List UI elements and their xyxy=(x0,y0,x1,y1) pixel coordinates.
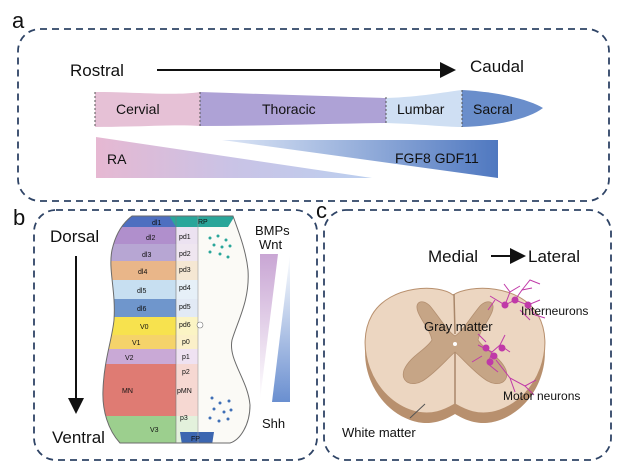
segment-label-lumbar: Lumbar xyxy=(397,101,445,117)
lateral-label: Lateral xyxy=(528,247,580,266)
panel-b-label: b xyxy=(13,205,25,230)
segment-cervical xyxy=(95,92,200,127)
white-matter-pointer xyxy=(409,403,426,419)
rp-label: RP xyxy=(198,219,208,226)
domain-right-label: pd1 xyxy=(179,234,191,241)
shh-gradient xyxy=(272,254,290,402)
domain-left-label: dl5 xyxy=(137,288,146,295)
spinal-cord-section xyxy=(364,287,546,424)
interneuron-cluster xyxy=(487,279,546,321)
domain-left-label: dl2 xyxy=(146,235,155,242)
ra-label: RA xyxy=(107,151,127,167)
caudal-label: Caudal xyxy=(470,57,524,76)
gray-matter-label: Gray matter xyxy=(424,319,493,334)
domain-right-label: pd6 xyxy=(179,322,191,329)
domain-left-label: V1 xyxy=(132,340,141,347)
segment-sacral xyxy=(462,90,543,127)
wnt-dots xyxy=(208,234,232,259)
panel-a-label: a xyxy=(12,8,25,33)
panel-c: c Medial Lateral xyxy=(316,198,612,461)
domain-left-label: V2 xyxy=(125,355,134,362)
neural-tube xyxy=(102,215,251,444)
shh-label: Shh xyxy=(262,416,285,431)
domain-left-label: MN xyxy=(122,388,133,395)
panel-b: b Dorsal Ventral xyxy=(13,205,318,461)
domain-right-label: p1 xyxy=(182,354,190,361)
domain-right-label: pd3 xyxy=(179,267,191,274)
segment-thoracic xyxy=(200,92,386,126)
rostral-label: Rostral xyxy=(70,61,124,80)
panel-c-label: c xyxy=(316,198,327,223)
segment-lumbar xyxy=(386,90,462,127)
domain-right-label: pd5 xyxy=(179,304,191,311)
domain-right-label: p3 xyxy=(180,415,188,422)
fgf-gradient xyxy=(222,140,498,178)
domain-right-label: p0 xyxy=(182,339,190,346)
domain-right-label: pd4 xyxy=(179,285,191,292)
domain-right-label: pMN xyxy=(177,388,192,395)
panel-a: a Rostral Caudal Cervial Thoracic Lumbar… xyxy=(12,8,610,202)
domain-left-label: dl6 xyxy=(137,306,146,313)
domain-left-label: V0 xyxy=(140,324,149,331)
fgf-label: FGF8 GDF11 xyxy=(395,150,479,166)
panel-c-border xyxy=(323,209,612,461)
bmp-gradient xyxy=(260,254,278,400)
domain-left-label: dl3 xyxy=(142,252,151,259)
domain-left-label: dl1 xyxy=(152,220,161,227)
domain-left-label: dl4 xyxy=(138,269,147,276)
panel-b-border xyxy=(33,209,318,461)
dorsal-label: Dorsal xyxy=(50,227,99,246)
segment-label-sacral: Sacral xyxy=(473,101,513,117)
white-matter-label: White matter xyxy=(342,425,416,440)
segment-label-cervical: Cervial xyxy=(116,101,160,117)
interneurons-label: Interneurons xyxy=(521,304,588,318)
motor-neurons-label: Motor neurons xyxy=(503,389,580,403)
segment-label-thoracic: Thoracic xyxy=(262,101,316,117)
domain-left-label: V3 xyxy=(150,427,159,434)
bmps-label: BMPs xyxy=(255,223,290,238)
medial-label: Medial xyxy=(428,247,478,266)
fp-label: FP xyxy=(191,436,200,443)
shh-dots xyxy=(208,396,233,423)
ventral-label: Ventral xyxy=(52,428,105,447)
wnt-label: Wnt xyxy=(259,237,283,252)
ra-gradient xyxy=(96,137,372,178)
motor-neuron-cluster xyxy=(471,333,537,396)
domain-right-label: pd2 xyxy=(179,251,191,258)
domain-right-label: p2 xyxy=(182,369,190,376)
